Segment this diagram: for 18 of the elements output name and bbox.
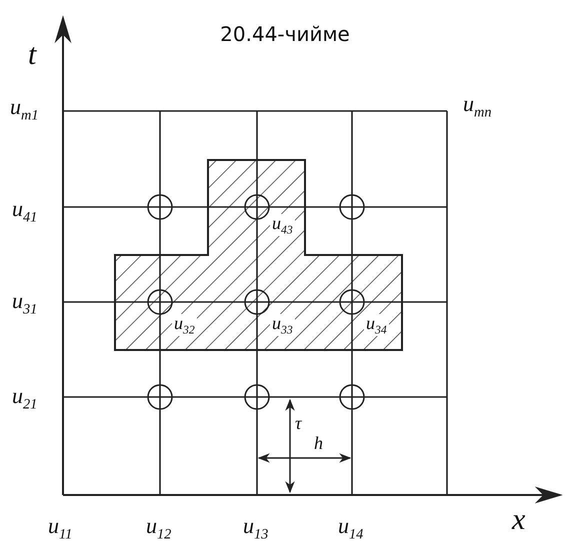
grid-label: u$_{13}$ [243,515,268,542]
grid-label: u$_{33}$ [270,314,295,336]
grid-label: u$_{34}$ [364,314,389,336]
grid-label: u$_{11}$ [48,515,72,542]
grid-label: u$_{43}$ [270,214,295,236]
grid-label: u$_{21}$ [12,385,38,412]
grid-label: u$_{32}$ [172,314,197,336]
grid-label: u$_{31}$ [12,290,38,317]
grid-label: t [28,40,36,70]
grid-label: u$_{m1}$ [10,96,38,123]
figure-title: 20.44-чийме [219,22,351,46]
grid-label: h [314,434,323,452]
grid-label: u$_{14}$ [338,515,364,542]
grid-label: u$_{mn}$ [463,93,492,120]
grid-label: τ [295,414,302,432]
grid-label: x [512,505,526,535]
grid-label: u$_{41}$ [12,198,38,225]
grid-label: u$_{12}$ [146,515,172,542]
